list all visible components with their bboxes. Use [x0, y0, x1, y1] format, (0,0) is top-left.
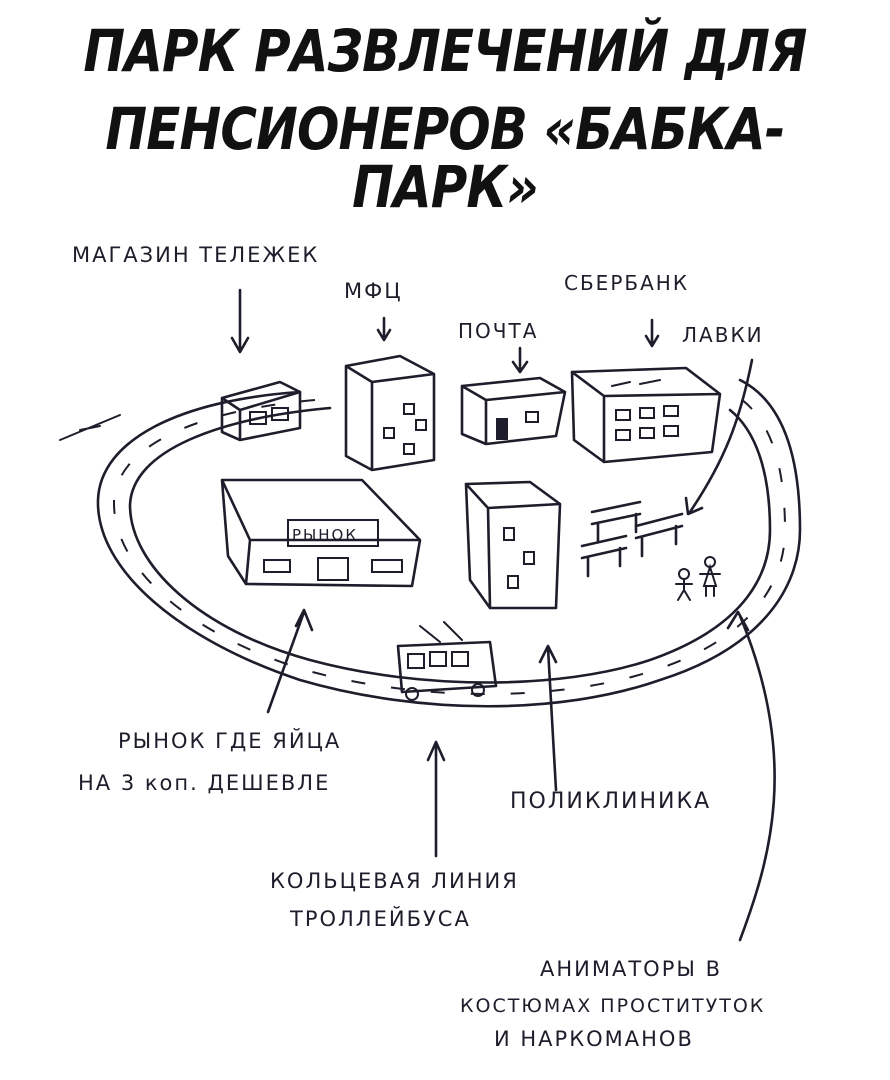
label-market-line-1: РЫНОК ГДЕ ЯЙЦА	[118, 728, 341, 753]
label-trolley-line-1: КОЛЬЦЕВАЯ ЛИНИЯ	[270, 869, 519, 893]
post-building	[460, 376, 567, 446]
label-cart-shop: МАГАЗИН ТЕЛЕЖЕК	[72, 243, 319, 267]
label-animators-line-2: КОСТЮМАХ ПРОСТИТУТОК	[460, 995, 765, 1017]
trolleybus	[396, 621, 498, 701]
benches	[580, 500, 684, 578]
label-mfc: МФЦ	[344, 279, 403, 303]
ring-road	[59, 378, 802, 708]
market-sign: РЫНОК	[292, 526, 358, 544]
cart-shop-building	[220, 380, 302, 442]
mfc-building	[344, 354, 436, 472]
label-sberbank: СБЕРБАНК	[564, 271, 689, 295]
title-line-1: ПАРК РАЗВЛЕЧЕНИЙ ДЛЯ	[83, 17, 807, 85]
title-line-2: ПЕНСИОНЕРОВ «БАБКА-ПАРК»	[105, 95, 785, 221]
sberbank-building	[570, 366, 722, 464]
label-benches: ЛАВКИ	[682, 323, 764, 347]
label-market-line-2: НА 3 коп. ДЕШЕВЛЕ	[78, 771, 330, 795]
pointer-arrows	[230, 288, 776, 942]
label-animators-line-3: И НАРКОМАНОВ	[494, 1027, 694, 1051]
label-clinic: ПОЛИКЛИНИКА	[510, 789, 711, 814]
animator-figures	[675, 556, 721, 601]
label-animators-line-1: АНИМАТОРЫ В	[540, 957, 722, 981]
market-building	[220, 478, 422, 588]
label-post: ПОЧТА	[458, 319, 538, 343]
clinic-building	[464, 480, 562, 610]
label-trolley-line-2: ТРОЛЛЕЙБУСА	[289, 906, 471, 931]
